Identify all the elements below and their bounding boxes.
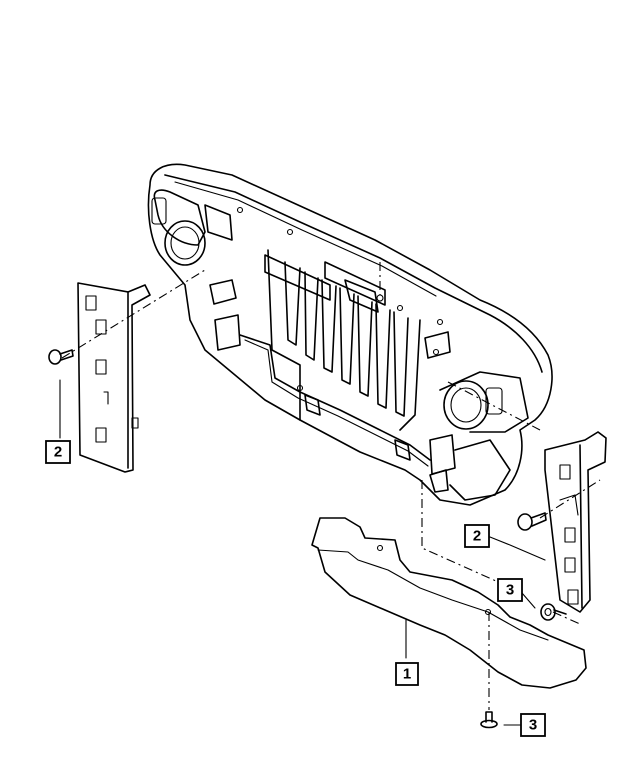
lower-screw bbox=[480, 711, 498, 729]
callout-1-label: 1 bbox=[403, 666, 411, 683]
left-push-pin bbox=[48, 349, 74, 365]
callout-3-lower: 3 bbox=[520, 713, 546, 737]
callout-2-left-label: 2 bbox=[54, 444, 62, 461]
lower-shield bbox=[311, 517, 587, 689]
left-side-seal bbox=[77, 282, 151, 473]
callout-2-right: 2 bbox=[464, 524, 490, 548]
callout-1: 1 bbox=[395, 662, 419, 686]
upper-screw bbox=[540, 603, 567, 621]
grille-slots bbox=[284, 261, 409, 417]
callout-3-upper: 3 bbox=[497, 578, 523, 602]
grille-panel bbox=[147, 163, 553, 506]
callout-2-left: 2 bbox=[45, 440, 71, 464]
callout-3-upper-label: 3 bbox=[506, 582, 514, 599]
assembly-lines bbox=[61, 262, 601, 710]
right-push-pin bbox=[517, 512, 547, 531]
right-side-seal bbox=[544, 431, 607, 613]
leader-lines bbox=[59, 379, 546, 726]
callout-3-lower-label: 3 bbox=[529, 717, 537, 734]
callout-2-right-label: 2 bbox=[473, 528, 481, 545]
